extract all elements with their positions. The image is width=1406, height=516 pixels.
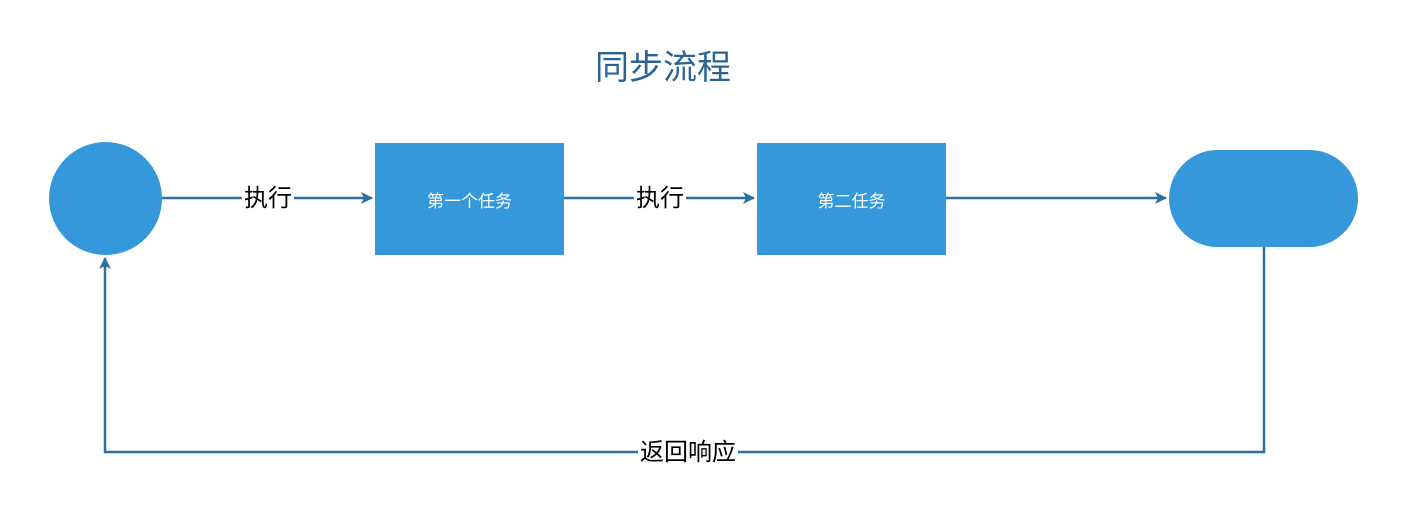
task2-node: 第二任务 (757, 143, 946, 255)
task1-node: 第一个任务 (375, 143, 564, 255)
edge-label-return-response: 返回响应 (638, 438, 738, 466)
edge-label-execute-2: 执行 (634, 184, 686, 212)
start-node (49, 142, 162, 255)
end-node (1169, 150, 1358, 247)
edge-end-to-start (99, 247, 1266, 454)
diagram-title: 同步流程 (595, 48, 731, 88)
edge-label-execute-1: 执行 (242, 184, 294, 212)
